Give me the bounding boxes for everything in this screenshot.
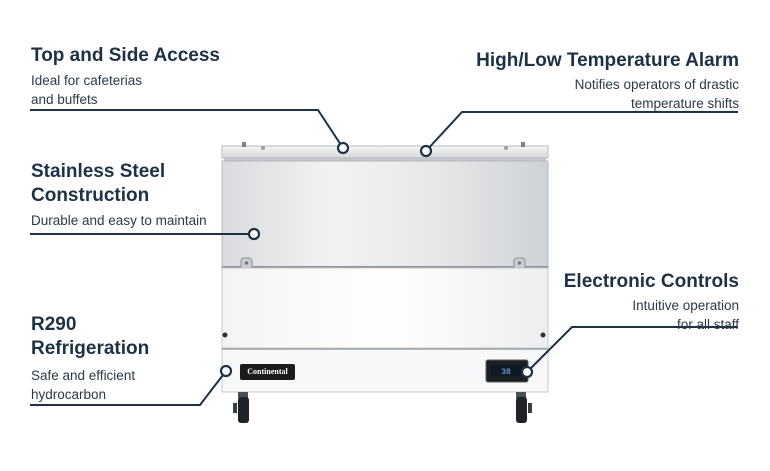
callout-marker (247, 227, 261, 241)
callout-line-top-side-access (30, 109, 344, 149)
feature-top-side-access: Top and Side Access Ideal for cafeterias… (31, 44, 220, 109)
feature-description: Safe and efficient hydrocarbon (31, 366, 149, 404)
caster-wheel-icon (233, 392, 249, 423)
caster-wheel-icon (516, 392, 532, 423)
feature-title-line: Construction (31, 185, 150, 206)
feature-title: High/Low Temperature Alarm (476, 50, 739, 71)
feature-description-line: hydrocarbon (31, 387, 107, 402)
feature-description: Notifies operators of drastic temperatur… (476, 75, 739, 113)
callout-marker (520, 365, 534, 379)
cooler-lid (221, 142, 549, 161)
callout-line-electronic (526, 326, 738, 373)
feature-electronic: Electronic Controls Intuitive operation … (564, 270, 739, 334)
feature-r290: R290 Refrigeration Safe and efficient hy… (31, 313, 149, 404)
feature-description: Ideal for cafeterias and buffets (31, 71, 220, 109)
callout-lines (30, 109, 738, 406)
feature-title-line: Refrigeration (31, 338, 150, 359)
feature-stainless: Stainless Steel Construction Durable and… (31, 160, 207, 230)
callout-marker (419, 144, 433, 158)
feature-temp-alarm: High/Low Temperature Alarm Notifies oper… (476, 49, 739, 113)
feature-title-line: Stainless Steel (31, 161, 166, 182)
cooler-upper-panel (221, 160, 549, 268)
feature-description-line: Durable and easy to maintain (31, 213, 207, 228)
feature-description-line: temperature shifts (630, 96, 739, 111)
feature-description: Intuitive operation for all staff (564, 296, 739, 334)
brand-badge: Continental (240, 364, 295, 380)
feature-description: Durable and easy to maintain (31, 211, 207, 230)
feature-description-line: Intuitive operation (632, 298, 739, 313)
feature-title-line: R290 (31, 314, 77, 335)
callout-marker (219, 364, 233, 378)
callout-line-temp-alarm (425, 111, 738, 152)
feature-description-line: for all staff (676, 317, 739, 332)
feature-title: Top and Side Access (31, 45, 220, 66)
feature-description-line: Safe and efficient (31, 368, 136, 383)
feature-title: Electronic Controls (563, 271, 739, 292)
callout-line-r290 (30, 370, 227, 406)
svg-text:38: 38 (501, 368, 511, 377)
svg-text:Continental: Continental (247, 367, 288, 376)
temperature-display: 38 (485, 359, 529, 383)
feature-description-line: and buffets (31, 92, 98, 107)
cooler-lower-panel (221, 267, 549, 349)
feature-description-line: Notifies operators of drastic (574, 77, 739, 92)
callout-marker (336, 141, 350, 155)
feature-description-line: Ideal for cafeterias (31, 73, 143, 88)
